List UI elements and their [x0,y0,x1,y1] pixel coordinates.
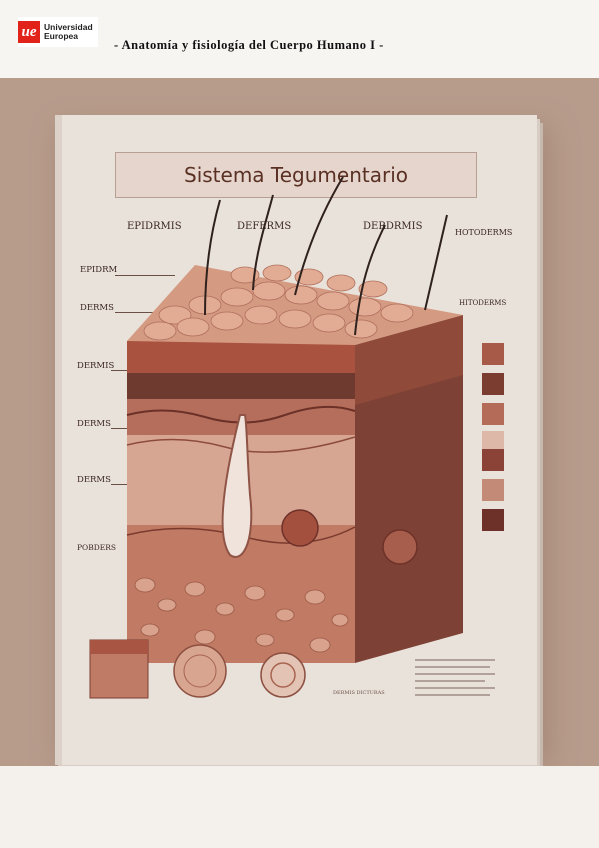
logo-mark: ue [18,21,40,43]
logo-line-1: Universidad [44,21,93,32]
top-label-1: EPIDRMIS [127,221,182,232]
color-swatch-3 [482,403,504,425]
left-label-5: DERMS [77,475,111,485]
left-label-3: DERMIS [77,361,115,371]
color-swatch-2 [482,373,504,395]
color-swatch-5 [482,449,504,471]
logo-line-2: Europea [44,31,79,41]
course-title: - Anatomía y fisiología del Cuerpo Human… [114,38,384,52]
color-swatch-7 [482,509,504,531]
university-logo: ue Universidad Europea [18,17,98,47]
skin-block-illustration [89,176,495,699]
left-label-1: EPIDRM [80,265,118,275]
bottom-caption: DERMIS DICTURAS [333,690,385,696]
top-label-4: HOTODERMS [455,228,513,237]
book-spine-edge [55,115,62,765]
left-label-6: POBDERS [77,543,116,552]
book-cover: Sistema Tegumentario EPIDRMIS DEFERMS DE… [55,115,537,765]
leader-line [115,275,175,276]
cover-title-box: Sistema Tegumentario [115,152,477,198]
cover-image: Sistema Tegumentario EPIDRMIS DEFERMS DE… [0,78,599,766]
right-label: HITODERMS [459,299,507,307]
cover-title: Sistema Tegumentario [184,163,408,187]
color-swatch-4 [482,431,504,453]
page-footer-area [0,766,599,848]
left-label-4: DERMS [77,419,111,429]
logo-text: Universidad Europea [44,21,93,42]
color-swatch-1 [482,343,504,365]
leader-line [115,312,185,313]
page-header: ue Universidad Europea - Anatomía y fisi… [0,0,599,78]
top-label-3: DERDRMIS [363,221,423,232]
left-label-2: DERMS [80,303,114,313]
color-swatch-6 [482,479,504,501]
